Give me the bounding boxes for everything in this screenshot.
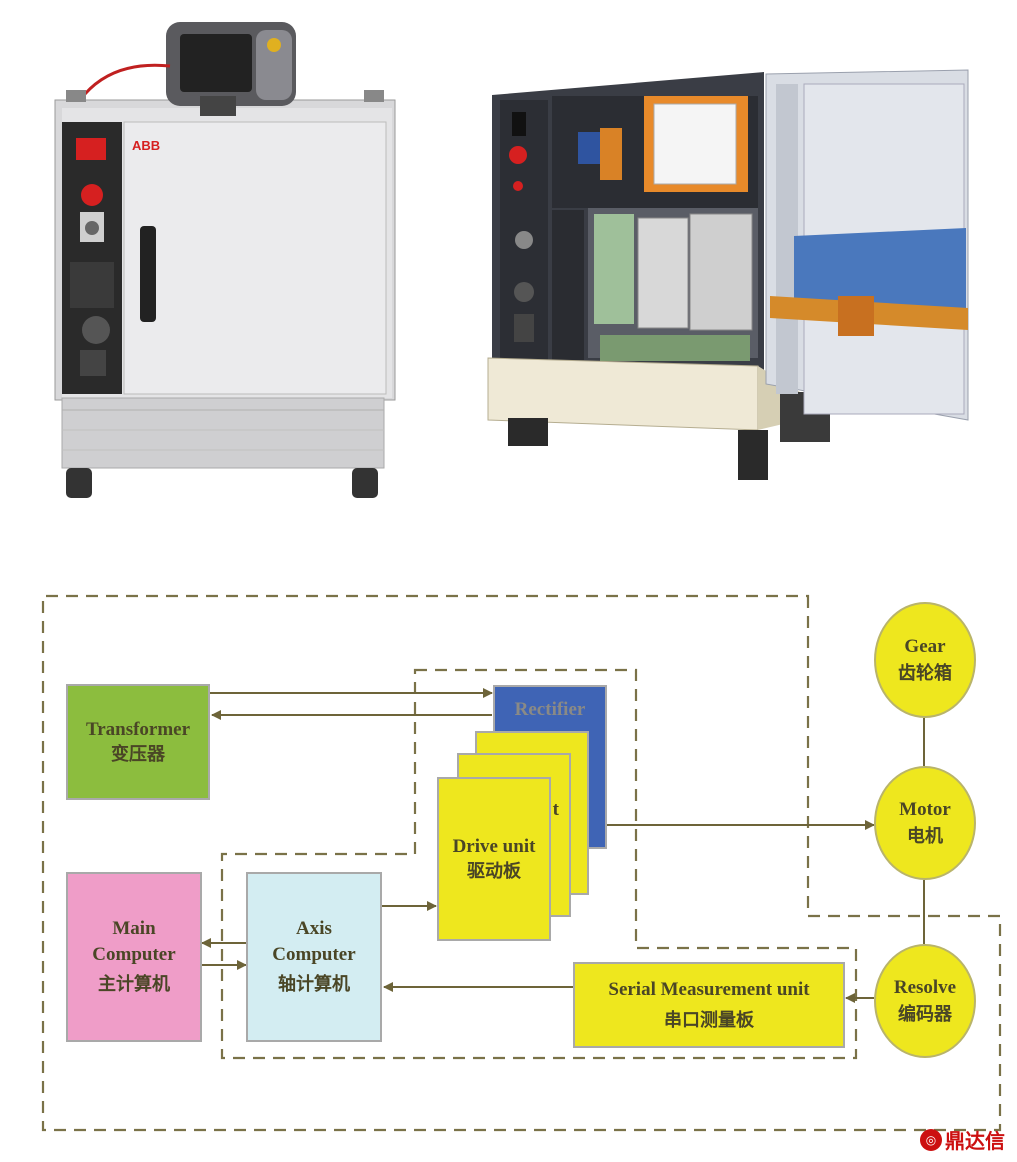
- motor-label-cn: 电机: [907, 825, 943, 847]
- gear-label-cn: 齿轮箱: [898, 662, 952, 684]
- axis-computer-label-cn: 轴计算机: [278, 974, 350, 996]
- watermark-logo-icon: ◎: [920, 1128, 942, 1151]
- gear-circle: Gear 齿轮箱: [874, 602, 976, 718]
- serial-measurement-label-en: Serial Measurement unit: [608, 979, 810, 1001]
- axis-computer-box: Axis Computer 轴计算机: [246, 872, 382, 1042]
- left-cabinet-photo: ABB: [54, 22, 969, 498]
- transformer-box: Transformer 变压器: [66, 684, 210, 800]
- drive-unit-label-en: Drive unit: [452, 836, 536, 858]
- main-computer-label-cn: 主计算机: [98, 974, 170, 996]
- main-computer-label-2: Computer: [92, 943, 176, 965]
- motor-circle: Motor 电机: [874, 766, 976, 880]
- axis-computer-label-1: Axis: [296, 918, 332, 940]
- outer-dashed-boundary: [41, 594, 1002, 1132]
- resolver-label-en: Resolve: [893, 977, 957, 999]
- drive-unit-label-cn: 驱动板: [467, 860, 521, 882]
- resolver-circle: Resolve 编码器: [874, 944, 976, 1058]
- watermark-logo-text: 鼎达信: [945, 1129, 1005, 1153]
- abb-logo-text: ABB: [132, 138, 160, 153]
- main-computer-label-1: Main: [112, 918, 156, 940]
- main-computer-box: Main Computer 主计算机: [66, 872, 202, 1042]
- drive-unit-box: Drive unit 驱动板: [437, 777, 551, 941]
- axis-computer-label-2: Computer: [272, 943, 356, 965]
- rectifier-label: Rectifier: [514, 699, 586, 720]
- drive-card-fragment-t: t: [552, 799, 559, 821]
- transformer-label-en: Transformer: [85, 719, 191, 741]
- serial-measurement-label-cn: 串口测量板: [664, 1009, 754, 1031]
- resolver-label-cn: 编码器: [898, 1003, 952, 1025]
- controller-cabinet-open: [487, 69, 969, 480]
- transformer-label-cn: 变压器: [111, 743, 165, 765]
- controller-cabinet-closed: [54, 22, 396, 498]
- serial-measurement-box: Serial Measurement unit 串口测量板: [573, 962, 845, 1048]
- watermark-logo: ◎ 鼎达信: [920, 1125, 1005, 1154]
- motor-label-en: Motor: [899, 799, 951, 821]
- inner-dashed-boundary: [220, 668, 858, 1060]
- gear-label-en: Gear: [904, 636, 946, 658]
